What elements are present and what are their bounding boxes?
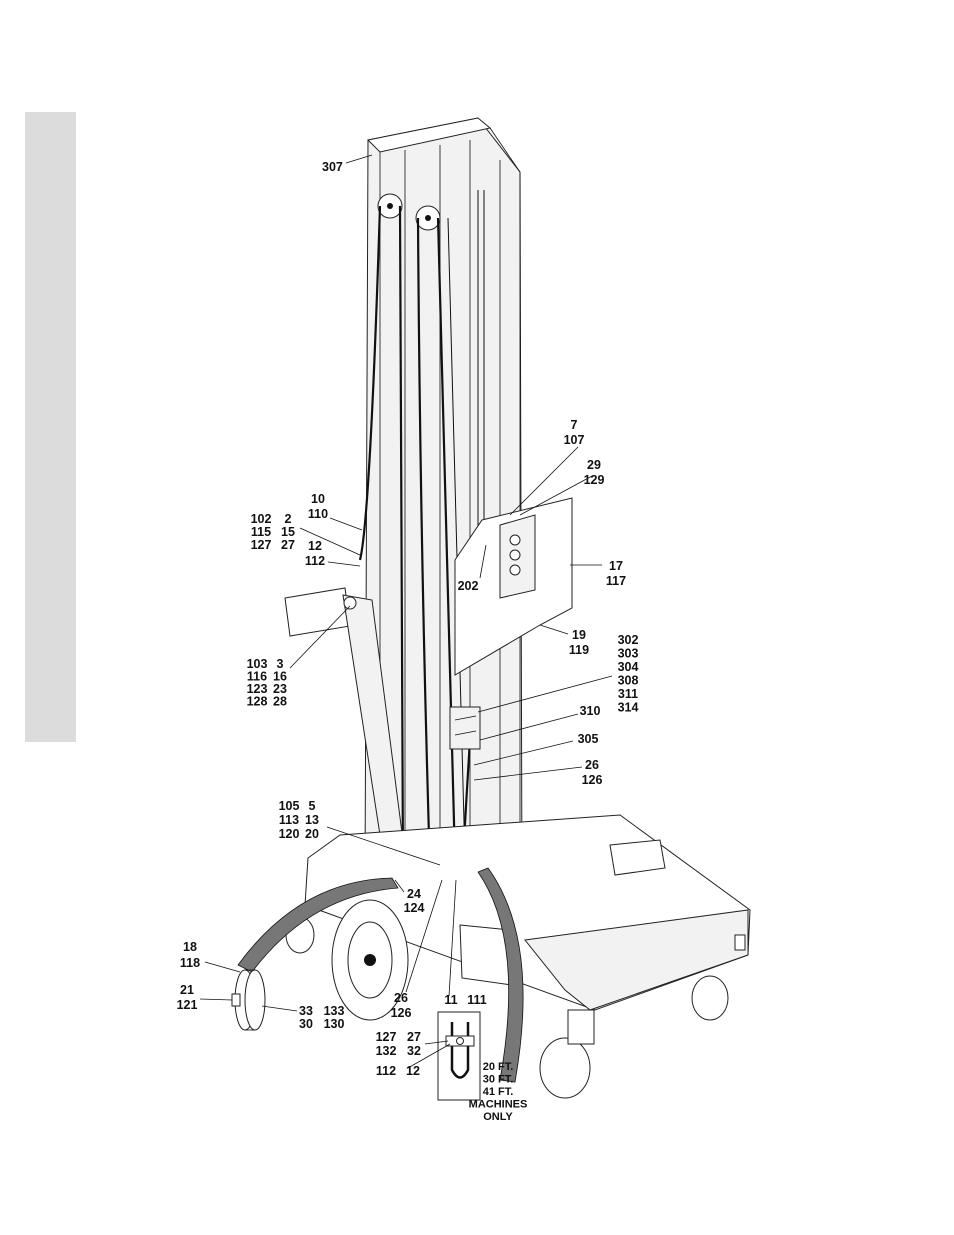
control-box xyxy=(450,707,480,749)
callout-112: 112 xyxy=(376,1064,396,1078)
callout-305: 305 xyxy=(578,732,599,746)
callout-202: 202 xyxy=(458,579,479,593)
callout-12-lower: 12 xyxy=(406,1064,420,1078)
sheave-detail xyxy=(232,970,265,1030)
outrigger-head xyxy=(285,588,350,636)
caster-wheel-front xyxy=(540,1038,590,1098)
caster-wheel-right xyxy=(692,976,728,1020)
callout-111: 111 xyxy=(467,993,487,1007)
callout-307: 307 xyxy=(322,160,343,174)
callout-310: 310 xyxy=(580,704,601,718)
callout-11: 11 xyxy=(444,993,457,1007)
ubolt-detail xyxy=(438,1012,480,1100)
